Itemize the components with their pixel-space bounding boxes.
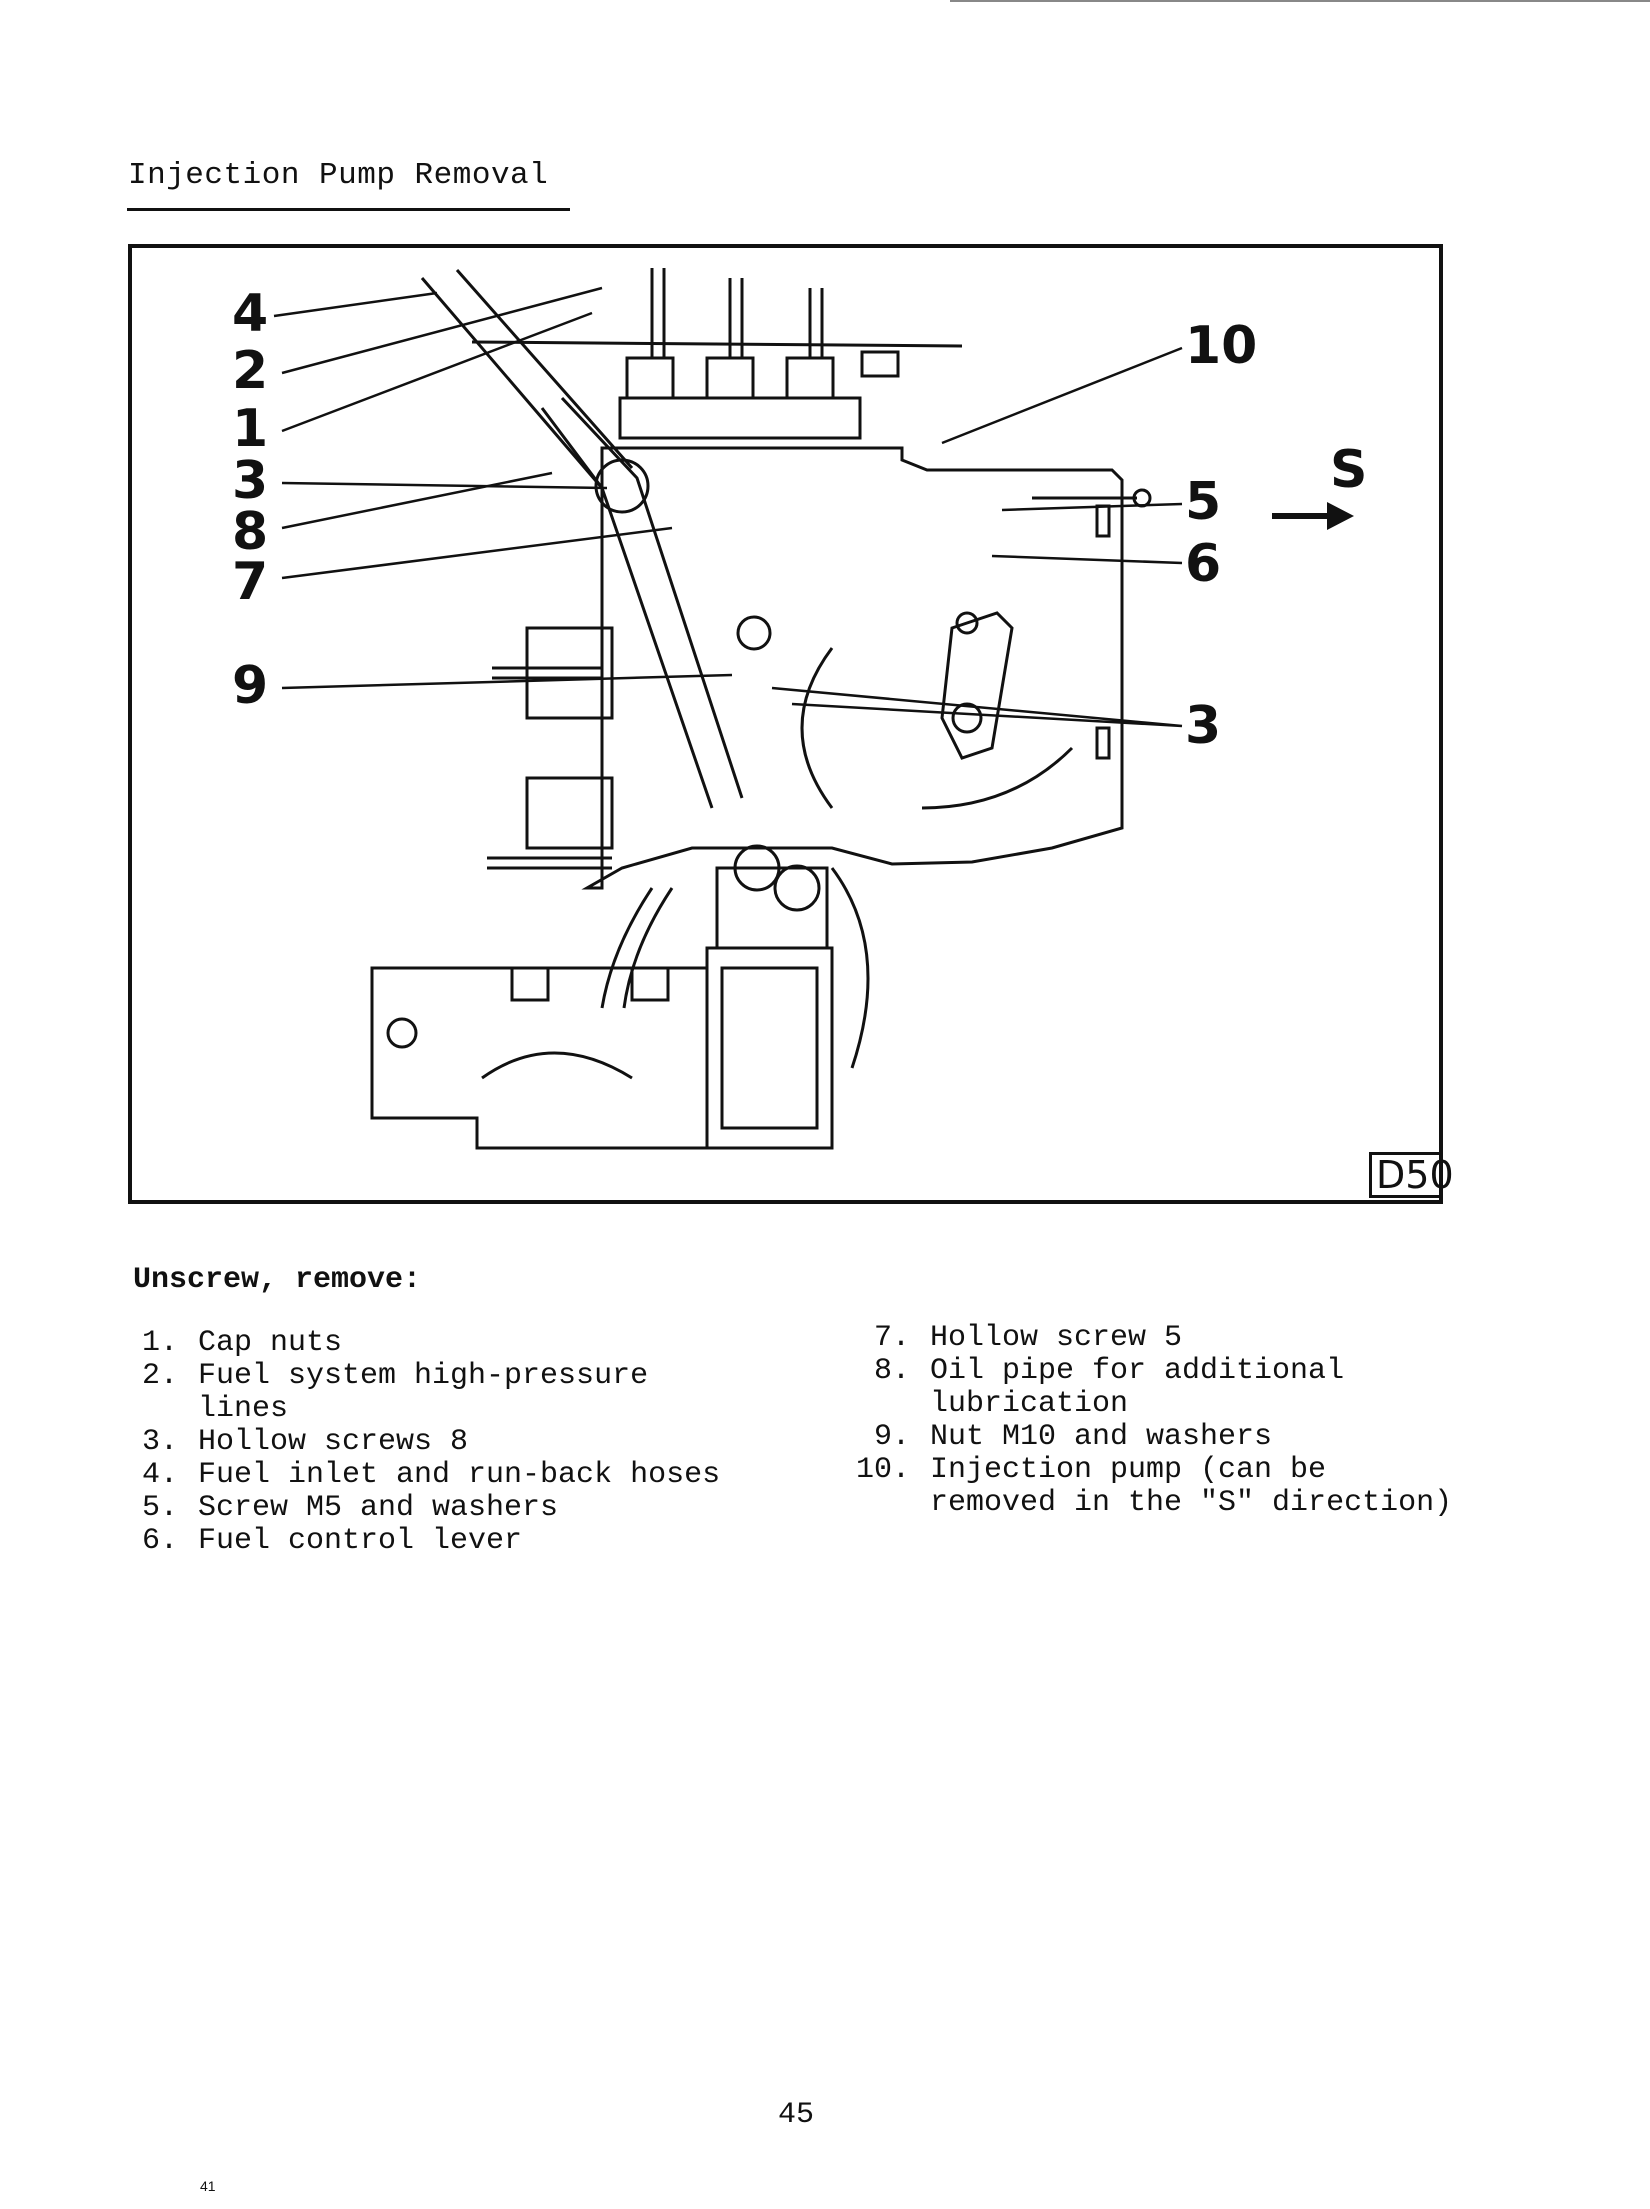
list-item: 3.Hollow screws 8 — [141, 1425, 469, 1459]
list-item: 10.Injection pump (can be removed in the… — [855, 1453, 1453, 1520]
lower-housing — [715, 866, 829, 950]
pipe-2 — [728, 278, 744, 358]
list-item: 2.Fuel system high-pressure lines — [141, 1359, 649, 1426]
side-tab — [1095, 726, 1111, 760]
leader-1 — [281, 311, 593, 433]
pump-drawing — [273, 268, 1354, 1150]
delivery-valve — [785, 356, 835, 400]
callout-6: 6 — [1185, 534, 1222, 594]
page-number: 45 — [778, 2098, 815, 2132]
callout-5: 5 — [1185, 472, 1222, 532]
leader-8 — [281, 471, 553, 530]
figure-id-number: 50 — [1405, 1153, 1454, 1197]
base-arc — [481, 1051, 633, 1080]
page-title: Injection Pump Removal — [128, 158, 549, 193]
control-lever — [940, 611, 1014, 760]
hollow-screw-top — [594, 458, 650, 514]
callout-3-right: 3 — [1185, 696, 1222, 756]
flange — [525, 626, 614, 850]
callout-10: 10 — [1185, 316, 1258, 376]
hollow-screw-mid — [736, 615, 772, 651]
removal-steps-right: 7.Hollow screw 5 8.Oil pipe for addition… — [838, 1322, 1543, 1520]
valve-plate — [618, 396, 862, 440]
title-underline — [127, 208, 570, 211]
scan-page-index: 41 — [200, 2178, 216, 2194]
removal-steps-left: 1.Cap nuts 2.Fuel system high-pressure l… — [120, 1327, 810, 1558]
leader-10 — [941, 346, 1183, 445]
lower-pipe — [830, 867, 870, 1069]
top-edge-line — [950, 0, 1650, 2]
delivery-valve — [705, 356, 755, 400]
lower-body — [705, 946, 834, 1150]
pump-diagram: 4 2 1 3 8 7 9 10 S 5 6 3 D 50 — [128, 244, 1454, 1204]
leader-6 — [991, 554, 1183, 565]
leader-9 — [281, 673, 733, 690]
lower-fitting — [733, 844, 781, 892]
top-reference-line — [471, 340, 963, 348]
base-bolt — [386, 1017, 418, 1049]
figure-id-box: D 50 — [1369, 1152, 1454, 1198]
lever-arc — [800, 647, 1074, 810]
lever-joint — [951, 702, 983, 734]
callout-2: 2 — [232, 341, 269, 401]
leader-5 — [1001, 502, 1183, 512]
list-item: 7.Hollow screw 5 — [873, 1321, 1183, 1355]
callout-8: 8 — [232, 502, 269, 562]
leader-3b — [771, 686, 1183, 728]
flange-bolts — [487, 666, 612, 870]
s-direction-arrow — [1272, 502, 1354, 530]
leader-7 — [281, 526, 673, 580]
delivery-valve — [625, 356, 675, 400]
callout-4: 4 — [232, 284, 269, 344]
leader-4 — [273, 291, 438, 318]
base-plate — [370, 966, 709, 1150]
base-nut — [630, 966, 670, 1002]
base-nut — [510, 966, 550, 1002]
list-item: 1.Cap nuts — [141, 1326, 343, 1360]
lever-pivot — [955, 611, 979, 635]
lower-fitting — [773, 864, 821, 912]
pump-body-outline — [581, 446, 1124, 890]
callout-3-left: 3 — [232, 451, 269, 511]
callout-9: 9 — [232, 656, 269, 716]
inlet-hose — [420, 269, 634, 489]
callout-1: 1 — [232, 399, 269, 459]
inlet-hose-lower — [540, 396, 744, 809]
callout-s: S — [1330, 440, 1368, 500]
list-item: 5.Screw M5 and washers — [141, 1491, 559, 1525]
list-item: 6.Fuel control lever — [141, 1524, 523, 1558]
list-item: 8.Oil pipe for additional lubrication — [873, 1354, 1345, 1421]
pipe-3 — [808, 288, 824, 358]
lower-pipe — [600, 887, 674, 1009]
leader-2 — [281, 286, 603, 375]
list-item: 9.Nut M10 and washers — [873, 1420, 1273, 1454]
figure-id-letter: D — [1376, 1153, 1406, 1197]
gear — [860, 350, 900, 378]
side-tab — [1095, 504, 1111, 538]
leader-3a — [281, 481, 608, 490]
callout-7: 7 — [232, 552, 269, 612]
list-item: 4.Fuel inlet and run-back hoses — [141, 1458, 721, 1492]
section-heading: Unscrew, remove: — [133, 1263, 422, 1297]
